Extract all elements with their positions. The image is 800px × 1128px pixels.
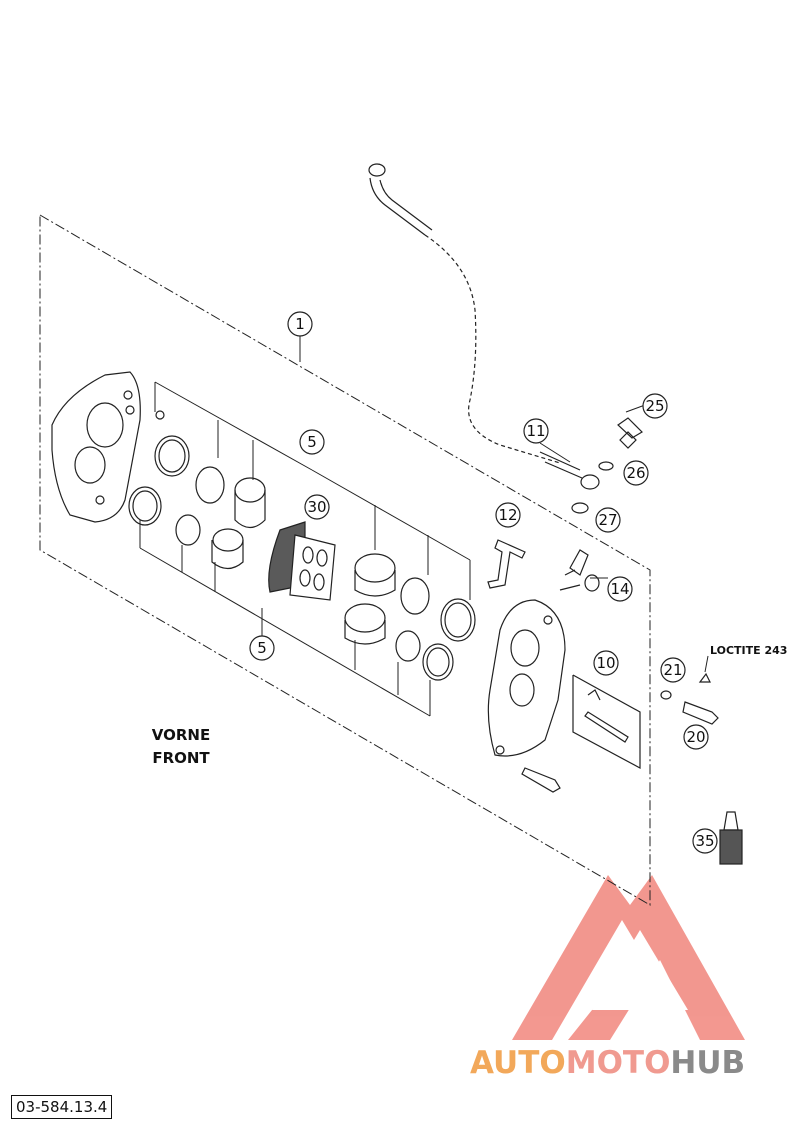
pistons-left	[128, 410, 266, 570]
brake-pads	[268, 521, 336, 601]
svg-text:5: 5	[307, 433, 317, 451]
svg-text:26: 26	[626, 464, 645, 482]
callout-25: 25	[642, 393, 668, 419]
svg-text:25: 25	[645, 397, 664, 415]
drawing-number: 03-584.13.4	[11, 1095, 113, 1119]
svg-text:27: 27	[598, 511, 617, 529]
callout-27: 27	[595, 507, 621, 533]
watermark-logo	[512, 875, 745, 1040]
brand-part-hub: HUB	[670, 1045, 746, 1081]
callout-30: 30	[304, 494, 330, 520]
label-front: FRONT	[152, 749, 210, 767]
svg-text:21: 21	[663, 661, 682, 679]
leader-lines	[139, 336, 709, 717]
callout-5-bottom: 5	[249, 635, 275, 661]
bleed-valve	[559, 549, 600, 592]
callout-1: 1	[287, 311, 313, 337]
svg-text:14: 14	[610, 580, 629, 598]
svg-text:10: 10	[596, 654, 615, 672]
callout-20: 20	[683, 724, 709, 750]
label-loctite: LOCTITE 243	[710, 644, 787, 657]
loctite-bottle	[719, 811, 743, 865]
svg-text:35: 35	[695, 832, 714, 850]
svg-text:11: 11	[526, 422, 545, 440]
callout-5-top: 5	[299, 429, 325, 455]
pistons-right	[344, 553, 476, 681]
label-vorne: VORNE	[152, 726, 210, 744]
callout-12: 12	[495, 502, 521, 528]
callout-10: 10	[593, 650, 619, 676]
banjo-bolt	[571, 417, 643, 514]
svg-text:5: 5	[257, 639, 267, 657]
pad-pin-kit	[572, 674, 641, 770]
callout-21: 21	[660, 657, 686, 683]
mounting-bolts	[521, 672, 719, 793]
svg-text:1: 1	[295, 315, 305, 333]
brake-hose	[368, 163, 600, 490]
brand-part-auto: AUTO	[470, 1045, 566, 1081]
caliper-half-right	[487, 599, 566, 757]
brand-part-moto: MOTO	[565, 1045, 671, 1081]
callout-14: 14	[607, 576, 633, 602]
watermark-brand-text: AUTOMOTOHUB	[470, 1045, 745, 1081]
svg-text:20: 20	[686, 728, 705, 746]
svg-text:30: 30	[307, 498, 326, 516]
assembly-outline	[39, 214, 651, 906]
svg-text:12: 12	[498, 506, 517, 524]
callout-35: 35	[692, 828, 718, 854]
callout-26: 26	[623, 460, 649, 486]
pad-spring	[487, 539, 526, 589]
callout-11: 11	[523, 418, 549, 444]
caliper-half-left	[51, 371, 141, 523]
